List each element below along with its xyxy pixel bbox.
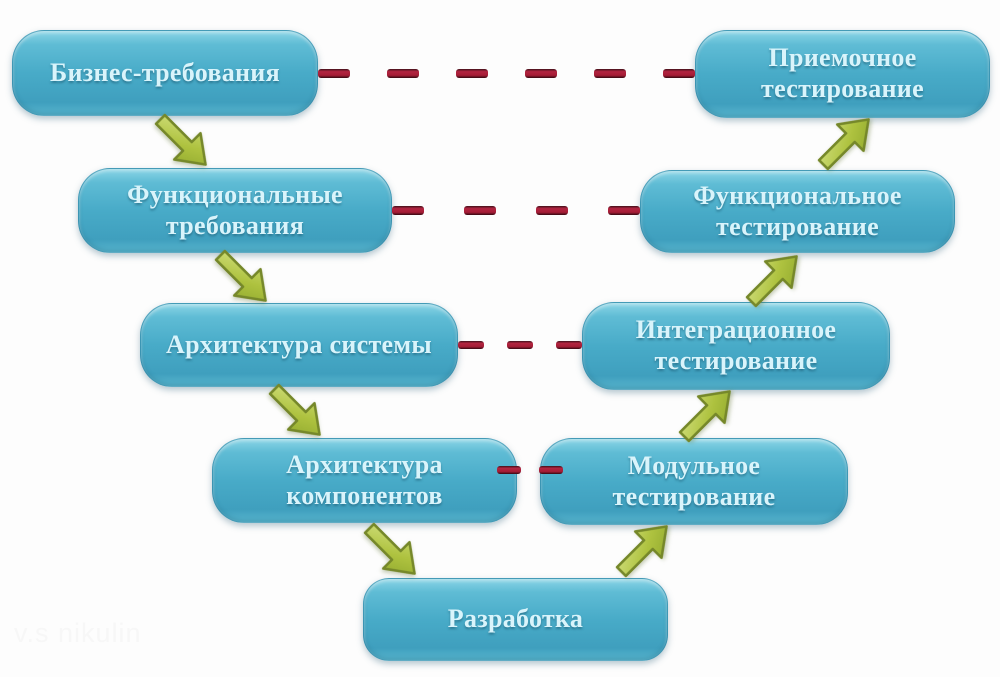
node-component-architecture-label: Архитектура компонентов — [286, 449, 443, 510]
up-right-arrow-icon — [745, 255, 798, 308]
dash-segment — [525, 69, 557, 78]
node-functional-testing: Функциональное тестирование — [640, 170, 955, 253]
node-acceptance-testing-label: Приемочное тестирование — [761, 43, 924, 103]
node-system-architecture-label: Архитектура системы — [166, 329, 432, 359]
dash-segment — [497, 466, 521, 474]
node-integration-testing: Интеграционное тестирование — [582, 302, 890, 390]
node-acceptance-testing: Приемочное тестирование — [695, 30, 990, 118]
node-development-label: Разработка — [447, 604, 584, 634]
node-integration-testing-label: Интеграционное тестирование — [635, 315, 837, 375]
down-right-arrow-icon — [154, 113, 207, 166]
node-business-requirements: Бизнес-требования — [12, 30, 318, 116]
dash-segment — [387, 69, 419, 78]
node-component-architecture: Архитектура компонентов — [212, 438, 517, 523]
up-right-arrow-icon — [678, 390, 731, 443]
node-functional-testing-label: Функциональное тестирование — [693, 180, 902, 241]
dash-segment — [608, 206, 640, 215]
node-module-testing: Модульное тестирование — [540, 438, 848, 525]
connector-system-arch-to-integration-test — [458, 341, 582, 349]
node-system-architecture: Архитектура системы — [140, 303, 458, 387]
node-business-requirements-label: Бизнес-требования — [50, 57, 280, 87]
dash-segment — [507, 341, 533, 349]
connector-component-arch-to-module-test — [497, 466, 563, 474]
node-functional-requirements-label: Функциональные требования — [127, 179, 343, 240]
dash-segment — [318, 69, 350, 78]
dash-segment — [392, 206, 424, 215]
connector-functional-req-to-functional-test — [392, 206, 640, 215]
node-module-testing-label: Модульное тестирование — [612, 450, 776, 511]
up-right-arrow-icon — [817, 118, 870, 171]
dash-segment — [556, 341, 582, 349]
dash-segment — [536, 206, 568, 215]
down-right-arrow-icon — [363, 522, 416, 575]
node-functional-requirements: Функциональные требования — [78, 168, 392, 253]
dash-segment — [464, 206, 496, 215]
down-right-arrow-icon — [214, 249, 267, 302]
dash-segment — [594, 69, 626, 78]
dash-segment — [663, 69, 695, 78]
watermark-text: v.s nikulin — [14, 618, 142, 648]
node-development: Разработка — [363, 578, 668, 661]
dash-segment — [456, 69, 488, 78]
dash-segment — [458, 341, 484, 349]
down-right-arrow-icon — [268, 383, 321, 436]
up-right-arrow-icon — [615, 525, 668, 578]
dash-segment — [539, 466, 563, 474]
connector-business-to-acceptance — [318, 69, 695, 78]
